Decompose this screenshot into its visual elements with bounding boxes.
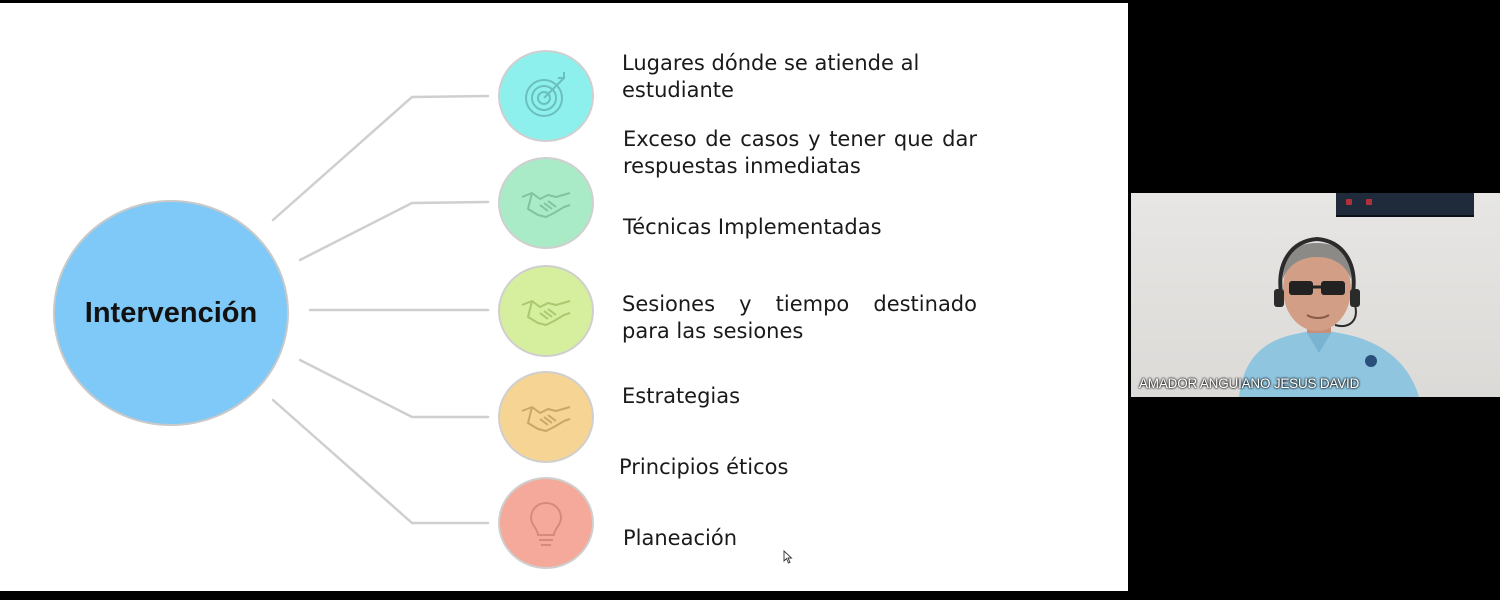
handshake-icon (521, 192, 571, 218)
item-label-estrategias: Estrategias (622, 384, 741, 408)
item-label-lugares: Lugares dónde se atiende al estudiante (622, 51, 920, 102)
item-label-exceso: Exceso de casos y tener que dar respuest… (623, 127, 977, 178)
node-handshake-3 (498, 371, 594, 463)
node-handshake-2 (498, 265, 594, 357)
connector-lines (271, 94, 490, 525)
node-target (498, 50, 594, 142)
intervencion-hub: Intervención (53, 200, 289, 426)
participant-video-tile[interactable]: AMADOR ANGUIANO JESUS DAVID (1131, 193, 1500, 397)
item-label-planeacion: Planeación (623, 526, 738, 550)
connector-1 (271, 94, 490, 222)
connector-5 (271, 398, 490, 525)
presentation-slide: Intervención (0, 3, 1128, 591)
target-icon (525, 72, 565, 117)
handshake-icon (521, 406, 571, 432)
connector-4 (298, 358, 490, 419)
wall-picture-frame (1336, 193, 1474, 217)
connector-2 (298, 200, 490, 262)
item-label-principios: Principios éticos (619, 455, 789, 479)
hub-label: Intervención (84, 296, 258, 329)
participant-name: AMADOR ANGUIANO JESUS DAVID (1139, 376, 1360, 391)
node-lightbulb (498, 477, 594, 569)
handshake-icon (521, 300, 571, 326)
mouse-cursor-icon (783, 550, 793, 564)
participant-avatar (1239, 236, 1419, 397)
lightbulb-icon (529, 501, 563, 546)
item-label-tecnicas: Técnicas Implementadas (623, 215, 882, 239)
item-label-sesiones: Sesiones y tiempo destinado para las ses… (622, 292, 977, 343)
node-handshake-1 (498, 157, 594, 249)
